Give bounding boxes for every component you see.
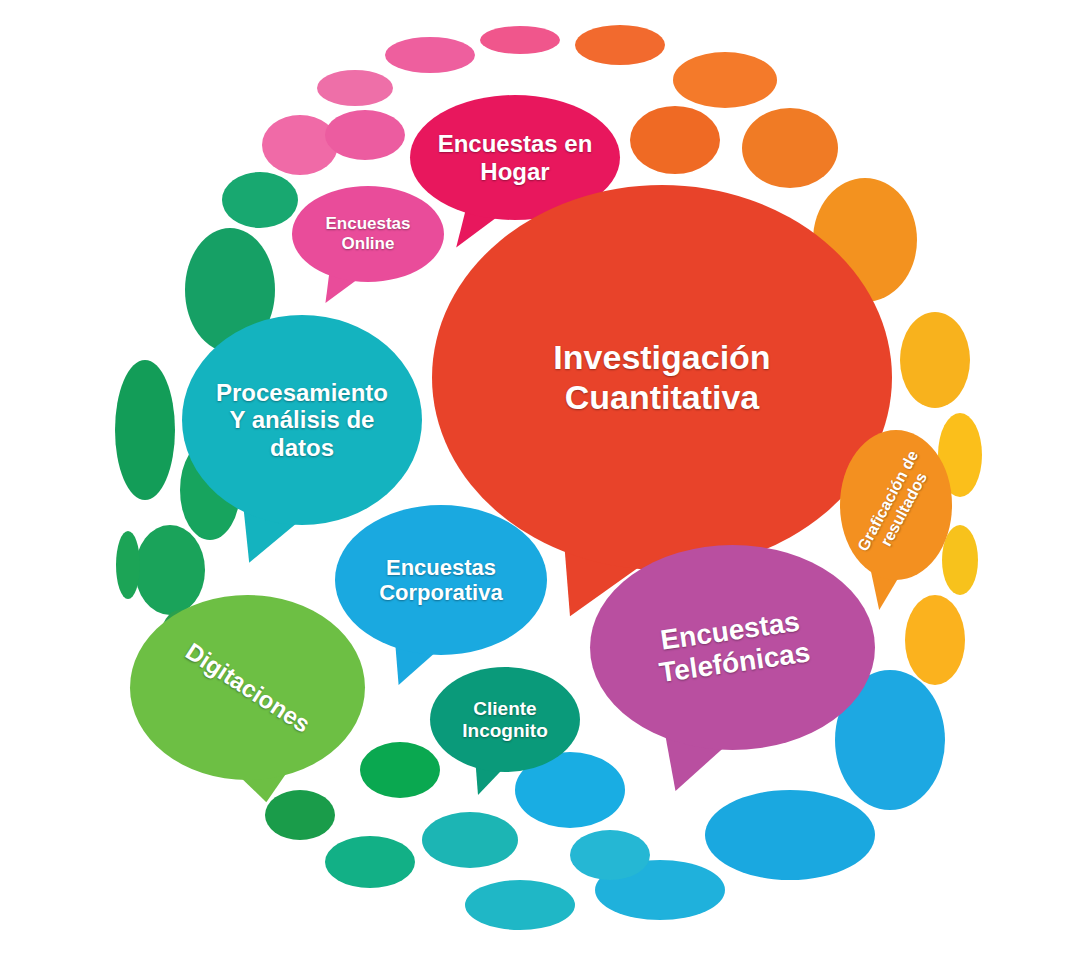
- survey-bubble: Encuestas Telefónicas: [590, 545, 875, 750]
- bubble-ring: [115, 25, 982, 930]
- process-bubble: Digitaciones: [130, 595, 365, 780]
- main-bubble: Investigación Cuantitativa: [432, 185, 892, 570]
- bubble-label: Investigación Cuantitativa: [492, 338, 832, 416]
- bubble-label: Encuestas en Hogar: [437, 130, 592, 185]
- process-bubble: Graficación de resultados: [840, 430, 952, 580]
- bubble-label: Cliente Incognito: [450, 698, 561, 742]
- bubble-label: Procesamiento Y análisis de datos: [213, 379, 391, 462]
- survey-bubble: Encuestas Corporativa: [335, 505, 547, 655]
- process-bubble: Procesamiento Y análisis de datos: [182, 315, 422, 525]
- bubble-label: Encuestas Corporativa: [363, 555, 520, 606]
- service-bubble: Cliente Incognito: [430, 667, 580, 772]
- bubble-label: Encuestas Online: [312, 214, 424, 253]
- survey-bubble: Encuestas Online: [292, 186, 444, 282]
